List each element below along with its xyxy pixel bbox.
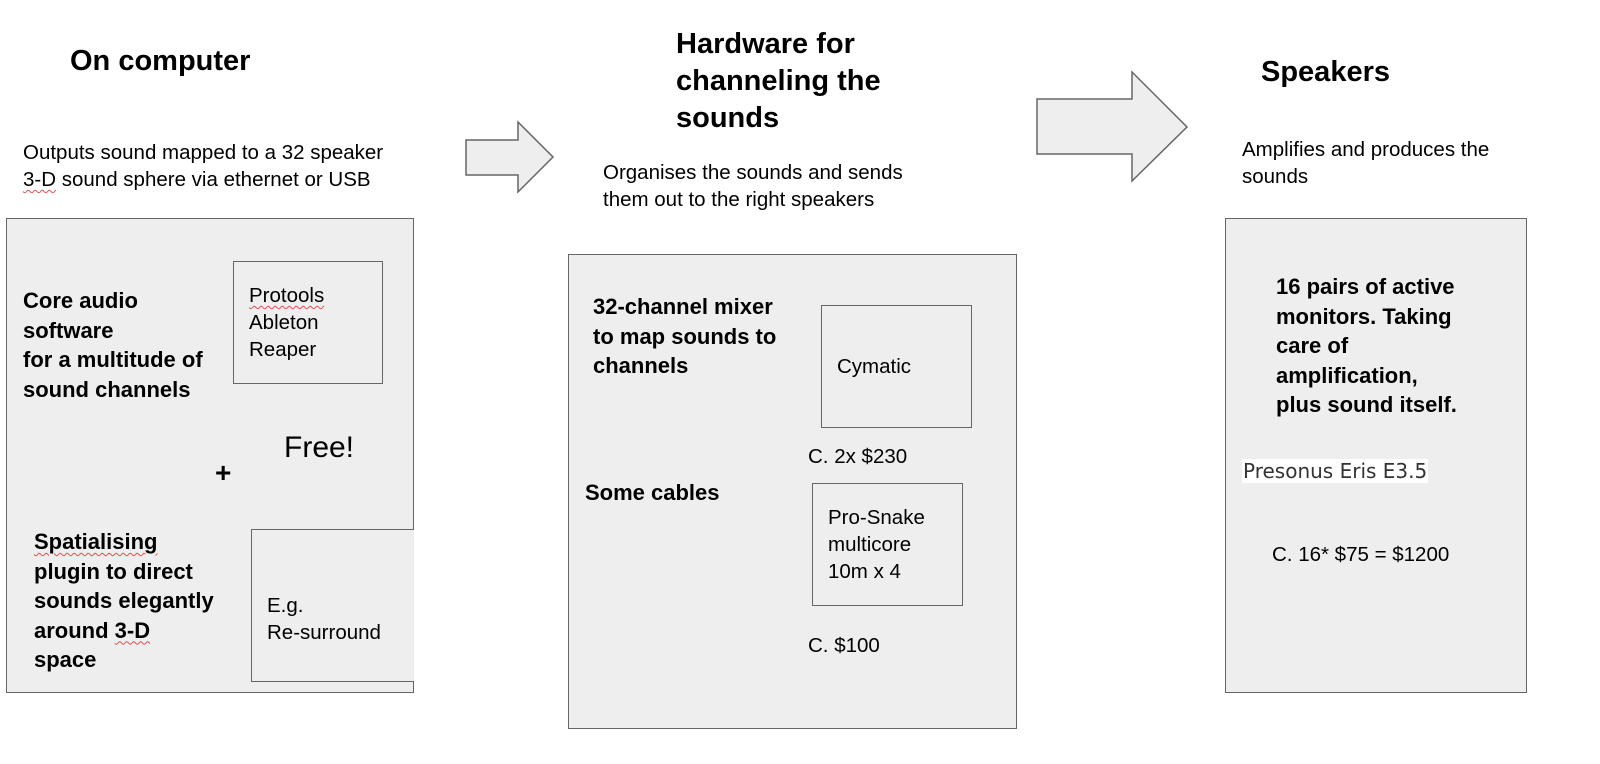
heading-line: to map sounds to [593,323,777,349]
cables-example-line: Pro-Snake [828,506,925,529]
plugin-example-re-surround: Re-surround [267,621,381,644]
heading-line: 32-channel mixer [593,294,773,319]
column-title-speakers: Speakers [1261,56,1390,88]
plugin-example-prefix: E.g. [267,594,304,617]
heading-line: Core audio [23,288,138,313]
heading-line: around 3-D [34,617,151,643]
software-example-ableton: Ableton [249,311,319,334]
heading-line: Spatialising [34,529,158,554]
core-audio-software-heading: Core audio software for a multitude of s… [23,286,203,404]
description-line: 3-D sound sphere via ethernet or USB [23,166,443,193]
description-line: Outputs sound mapped to a 32 speaker [23,141,384,164]
heading-line: sound channels [23,376,191,402]
software-examples-box: Protools Ableton Reaper [233,261,383,384]
cables-example-line: 10m x 4 [828,560,901,583]
mixer-example-cymatic: Cymatic [837,355,912,378]
description-line: them out to the right speakers [603,188,875,211]
plugin-examples-box: E.g. Re-surround [251,529,414,682]
column-title-hardware: Hardware for channeling the sounds [676,26,881,137]
heading-line: software [23,317,114,343]
hardware-panel: 32-channel mixer to map sounds to channe… [568,254,1017,729]
description-line-rest: sound sphere via ethernet or USB [56,168,371,191]
monitors-cost: C. 16* $75 = $1200 [1272,543,1450,566]
cables-example-line: multicore [828,533,912,556]
description-line: Organises the sounds and sends [603,161,903,184]
software-example-protools: Protools [249,284,325,307]
spatialising-plugin-heading: Spatialising plugin to direct sounds ele… [34,527,214,675]
cables-example-list: Pro-Snake multicore 10m x 4 [828,504,925,585]
title-line: Hardware for [676,28,855,60]
monitors-model: Presonus Eris E3.5 [1242,459,1429,483]
heading-line: amplification, [1276,362,1418,388]
on-computer-panel: Core audio software for a multitude of s… [6,218,414,693]
heading-line: channels [593,353,689,378]
title-line: sounds [676,102,780,134]
heading-line: care of [1276,333,1349,358]
mixer-cost: C. 2x $230 [808,445,908,468]
cables-cost: C. $100 [808,634,880,657]
arrow-computer-to-hardware [465,120,555,194]
description-line: sounds [1242,165,1309,188]
column-description-on-computer: Outputs sound mapped to a 32 speaker 3-D… [23,139,443,193]
plus-icon: + [215,457,232,488]
heading-line: plugin to direct [34,558,193,584]
mixer-example-box: Cymatic [821,305,972,428]
spellcheck-flagged-word: 3-D [23,168,57,191]
software-examples-list: Protools Ableton Reaper [249,282,324,363]
heading-line: sounds elegantly [34,588,214,613]
column-description-hardware: Organises the sounds and sends them out … [603,159,903,213]
cables-heading: Some cables [585,480,720,505]
title-line: channeling the [676,65,881,97]
speakers-panel: 16 pairs of active monitors. Taking care… [1225,218,1527,693]
heading-line: space [34,647,97,672]
software-example-reaper: Reaper [249,338,317,361]
column-title-on-computer: On computer [70,45,251,77]
cables-example-box: Pro-Snake multicore 10m x 4 [812,483,963,606]
cost-label-free: Free! [284,431,355,464]
column-description-speakers: Amplifies and produces the sounds [1242,136,1489,190]
monitors-model-wrap: Presonus Eris E3.5 [1242,459,1429,483]
plugin-examples-list: E.g. Re-surround [267,592,381,646]
heading-line: 16 pairs of active [1276,274,1455,299]
description-line: Amplifies and produces the [1242,138,1490,161]
heading-line: for a multitude of [23,347,203,372]
heading-line: plus sound itself. [1276,392,1457,417]
arrow-hardware-to-speakers [1036,70,1189,183]
mixer-heading: 32-channel mixer to map sounds to channe… [593,292,776,381]
monitors-heading: 16 pairs of active monitors. Taking care… [1276,272,1457,420]
heading-line: monitors. Taking [1276,303,1452,329]
